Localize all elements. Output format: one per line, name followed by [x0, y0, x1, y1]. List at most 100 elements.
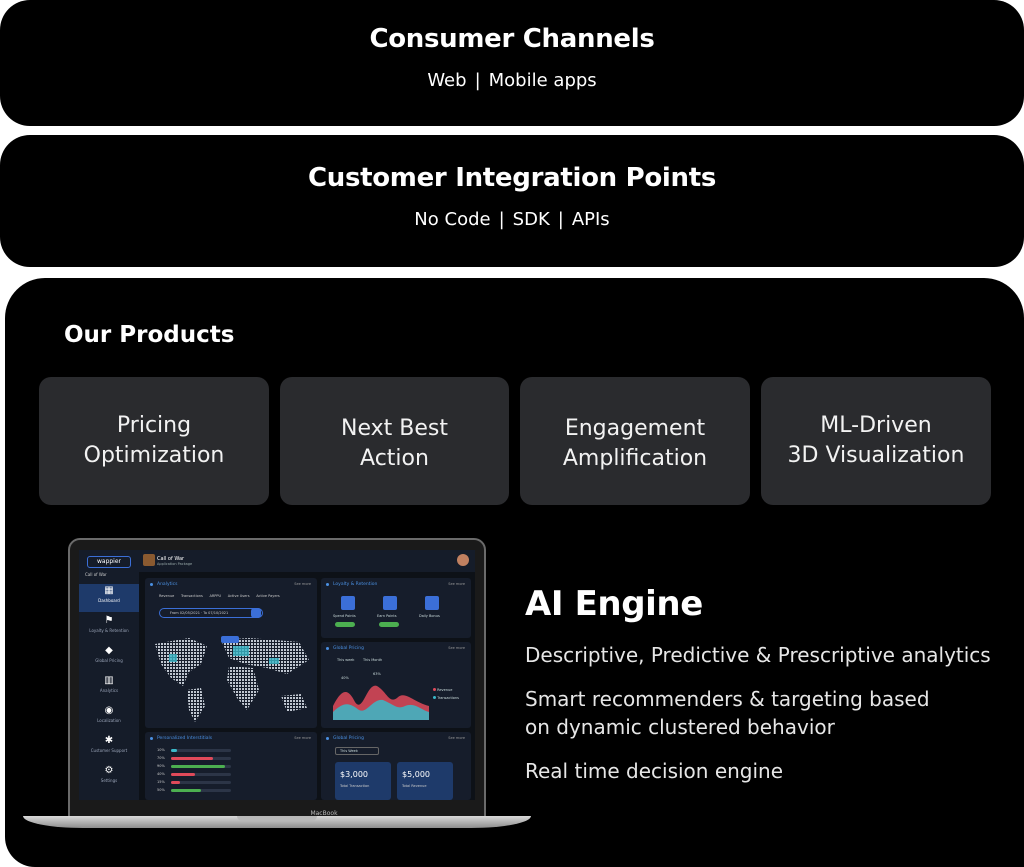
macbook-label: MacBook [310, 810, 338, 817]
panel-icon [326, 737, 329, 740]
daily-bonus-icon [425, 596, 439, 610]
week-select: This Week [335, 747, 379, 755]
integration-apis: APIs [571, 209, 610, 230]
calendar-icon [251, 608, 261, 618]
dashboard-topbar: Call of War Application Package [139, 550, 475, 572]
bar-fill [171, 781, 180, 784]
card-line: Engagement [564, 416, 706, 441]
ai-engine-title: AI Engine [525, 584, 703, 624]
bar-track [171, 773, 231, 776]
stat-label: Total Transaction [340, 784, 370, 788]
personalized-interstitials-panel: Personalized Interstitials See more 10%7… [145, 732, 317, 800]
panel-icon [326, 647, 329, 650]
panel-icon [150, 737, 153, 740]
bar-track [171, 757, 231, 760]
card-line: Action [360, 446, 429, 471]
see-more-link: See more [448, 646, 465, 650]
separator: | [557, 209, 564, 230]
bar-fill [171, 773, 195, 776]
ai-engine-line: on dynamic clustered behavior [525, 715, 835, 739]
sidebar-item-localization: ◉Localization [79, 704, 139, 732]
bar-track [171, 765, 231, 768]
loyalty-label: Spend Points [333, 614, 356, 618]
status-badge [335, 622, 355, 627]
game-avatar [143, 554, 155, 566]
laptop-base [23, 816, 531, 828]
spend-points-icon [341, 596, 355, 610]
stat-label: Total Revenue [402, 784, 427, 788]
sidebar-item-pricing: ◆ Global Pricing [79, 644, 139, 672]
card-line: Pricing [116, 413, 192, 438]
analytics-panel: Analytics See more Revenue Transactions … [145, 578, 317, 728]
stat-value: $3,000 [340, 770, 368, 779]
sidebar-item-settings: ⚙Settings [79, 764, 139, 792]
card-line: Amplification [562, 446, 708, 471]
tab: Active Users [227, 594, 250, 598]
bar-fill [171, 749, 177, 752]
panel-title: Personalized Interstitials [157, 736, 213, 741]
world-map [155, 636, 309, 722]
tag-icon: ◆ [105, 645, 113, 656]
laptop-notch [237, 816, 317, 821]
integration-points-list: No Code|SDK|APIs [0, 209, 1024, 230]
flag-icon: ⚑ [104, 615, 114, 626]
products-title: Our Products [64, 322, 235, 348]
ai-engine-line: Descriptive, Predictive & Prescriptive a… [525, 643, 991, 667]
card-line: Optimization [83, 443, 225, 468]
sidebar-label: Settings [100, 778, 118, 783]
bar-pct-label: 10% [157, 748, 165, 752]
pricing-tab: This Month [363, 658, 383, 662]
panel-title: Global Pricing [333, 736, 364, 741]
wappier-logo: wappier [87, 556, 131, 568]
dashboard-screen: wappier Call of War ▦ Dashboard ⚑ Loyalty … [79, 550, 475, 800]
global-pricing-panel: Global Pricing See more This week This M… [321, 642, 471, 728]
pricing-tab: This week [337, 658, 355, 662]
integration-points-title: Customer Integration Points [307, 163, 717, 193]
bar-track [171, 789, 231, 792]
user-avatar [457, 554, 469, 566]
bar-fill [171, 757, 213, 760]
channel-mobile-apps: Mobile apps [488, 70, 597, 91]
panel-title: Analytics [157, 582, 178, 587]
separator: | [474, 70, 481, 91]
analytics-tabs: Revenue Transactions ARPPU Active Users … [159, 594, 280, 598]
loyalty-panel: Loyalty & Retention See more Spend Point… [321, 578, 471, 638]
sidebar-label: Loyalty & Retention [89, 628, 129, 633]
see-more-link: See more [294, 582, 311, 586]
sidebar-label: Analytics [99, 688, 119, 693]
channel-web: Web [427, 70, 467, 91]
ai-engine-line: Real time decision engine [525, 759, 784, 783]
bar-pct-label: 40% [157, 772, 165, 776]
stat-card-revenue: $5,000 Total Revenue [397, 762, 453, 800]
users-icon: ✱ [104, 735, 114, 746]
ai-engine-line: Smart recommenders & targeting based [525, 687, 930, 711]
bar-pct-label: 50% [157, 788, 165, 792]
separator: | [498, 209, 505, 230]
laptop-mockup: wappier Call of War ▦ Dashboard ⚑ Loyalty … [23, 538, 531, 830]
app-title: Call of War [157, 556, 185, 562]
earn-points-icon [383, 596, 397, 610]
integration-no-code: No Code [414, 209, 491, 230]
sidebar-label: Dashboard [98, 598, 120, 603]
legend-transactions: Transactions [433, 696, 459, 700]
pricing-pct: 40% [341, 676, 349, 680]
sidebar-item-support: ✱Customer Support [79, 734, 139, 762]
consumer-channels-list: Web | Mobile apps [0, 70, 1024, 91]
legend-label: Revenue [437, 688, 453, 692]
sidebar-label: Localization [97, 718, 121, 723]
loyalty-label: Earn Points [377, 614, 397, 618]
status-badge [379, 622, 399, 627]
tab: ARPPU [209, 594, 222, 598]
consumer-channels-title: Consumer Channels [369, 24, 655, 54]
loyalty-label: Daily Bonus [419, 614, 440, 618]
legend-label: Transactions [437, 696, 459, 700]
sidebar-item-loyalty: ⚑ Loyalty & Retention [79, 614, 139, 642]
tab: Revenue [159, 594, 175, 598]
panel-icon [150, 583, 153, 586]
pricing-area-chart [333, 685, 429, 720]
grid-icon: ▦ [104, 585, 114, 596]
panel-title: Global Pricing [333, 646, 364, 651]
sidebar-label: Global Pricing [95, 658, 123, 663]
